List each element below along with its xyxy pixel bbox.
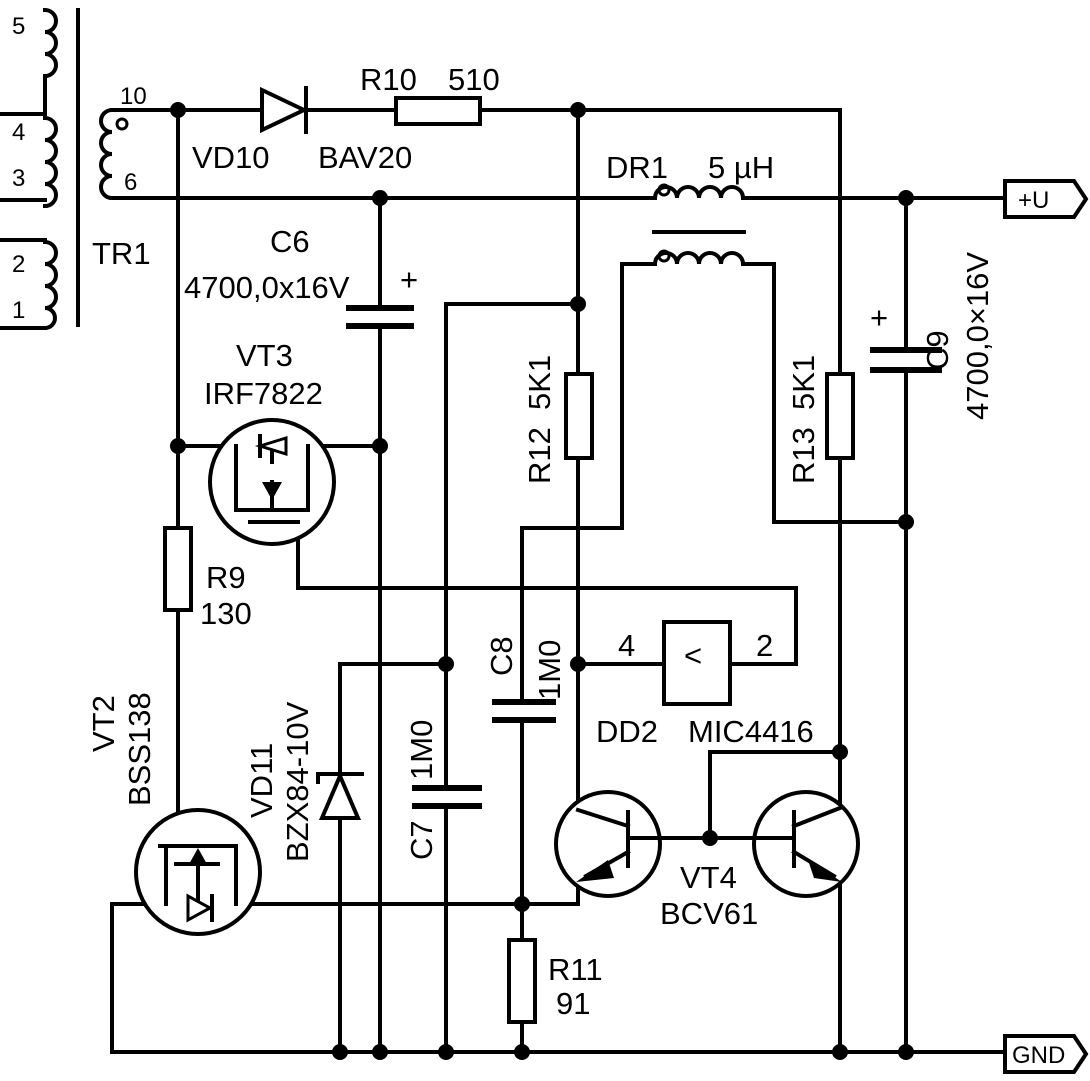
c9-ref: C9 — [920, 330, 955, 370]
dr1-ref: DR1 — [606, 150, 668, 185]
capacitor-c8: C8 1M0 — [484, 636, 567, 723]
dd2-part: MIC4416 — [688, 714, 814, 749]
vt4-part: BCV61 — [660, 896, 758, 931]
resistor-r13: R13 5K1 — [786, 355, 855, 484]
pin-3-label: 3 — [12, 165, 25, 192]
r10-value: 510 — [448, 62, 500, 97]
junction — [170, 102, 186, 118]
winding-dot — [115, 117, 129, 131]
plus-u-label: +U — [1018, 187, 1049, 214]
r13-ref: R13 — [786, 427, 821, 484]
pin-4-label: 4 — [12, 119, 25, 146]
winding-2-1 — [42, 239, 58, 331]
c9-polarity: + — [870, 300, 888, 335]
pin-5-label: 5 — [12, 13, 25, 40]
transformer-tr1: 5 4 3 2 1 10 6 TR1 — [0, 7, 151, 331]
mosfet-vt2: VT2 BSS138 — [86, 692, 262, 936]
winding-5-4 — [42, 7, 58, 79]
r12-value: 5K1 — [522, 355, 557, 410]
winding-4-3 — [42, 115, 58, 209]
vd11-ref: VD11 — [244, 743, 279, 818]
capacitor-c6: + C6 4700,0x16V — [184, 224, 418, 329]
dd2-symbol: < — [684, 638, 702, 673]
c6-ref: C6 — [270, 224, 310, 259]
resistor-r10: R10 510 — [360, 62, 500, 126]
wires — [110, 108, 1007, 1054]
terminal-plus-u: +U — [1003, 179, 1089, 219]
r13-value: 5K1 — [786, 355, 821, 410]
zener-vd11: VD11 BZX84-10V — [244, 701, 364, 862]
capacitor-c9: + C9 4700,0×16V — [870, 252, 995, 420]
junction — [898, 1044, 914, 1060]
vt3-part: IRF7822 — [204, 376, 323, 411]
r11-ref: R11 — [548, 952, 603, 987]
vt2-ref: VT2 — [86, 695, 121, 752]
r9-value: 130 — [200, 596, 252, 631]
vt4-ref: VT4 — [680, 860, 737, 895]
junction — [898, 190, 914, 206]
vd11-part: BZX84-10V — [280, 701, 315, 862]
inductor-dr1: DR1 5 µH — [606, 150, 774, 267]
junction — [832, 1044, 848, 1060]
junction — [438, 1044, 454, 1060]
junction — [372, 438, 388, 454]
r9-ref: R9 — [206, 560, 246, 595]
winding-dot — [657, 183, 671, 197]
dd2-pin-4: 4 — [618, 628, 635, 663]
winding-10-6 — [99, 107, 115, 201]
junction — [514, 896, 530, 912]
r11-value: 91 — [556, 986, 590, 1021]
terminal-gnd: GND — [1003, 1034, 1089, 1074]
mosfet-vt3: VT3 IRF7822 — [204, 338, 336, 546]
junction — [898, 514, 914, 530]
dd2-ref: DD2 — [596, 714, 658, 749]
junction — [514, 1044, 530, 1060]
c7-ref: C7 — [404, 820, 439, 860]
pin-6-label: 6 — [124, 169, 137, 196]
driver-dd2: < 4 2 DD2 MIC4416 — [596, 620, 814, 749]
pin-2-label: 2 — [12, 251, 25, 278]
vd10-part: BAV20 — [318, 140, 412, 175]
c6-polarity: + — [400, 262, 418, 297]
dr1-value: 5 µH — [708, 150, 774, 185]
junction — [372, 190, 388, 206]
vt3-ref: VT3 — [236, 338, 293, 373]
resistor-r11: R11 91 — [507, 938, 603, 1024]
resistor-r9: R9 130 — [163, 526, 252, 631]
r10-ref: R10 — [360, 62, 417, 97]
junction — [438, 656, 454, 672]
vd10-ref: VD10 — [192, 140, 270, 175]
c6-value: 4700,0x16V — [184, 270, 350, 305]
diode-vd10: VD10 BAV20 — [192, 86, 412, 175]
vt2-part: BSS138 — [122, 692, 157, 806]
transistor-vt4: VT4 BCV61 — [554, 790, 860, 931]
winding-dot — [657, 249, 671, 263]
junction — [570, 102, 586, 118]
tr1-ref: TR1 — [92, 236, 151, 271]
r12-ref: R12 — [522, 427, 557, 484]
pin-10-label: 10 — [120, 83, 147, 110]
capacitor-c7: C7 1M0 — [404, 720, 482, 860]
junction — [832, 744, 848, 760]
c9-value: 4700,0×16V — [960, 252, 995, 420]
c8-value: 1M0 — [532, 640, 567, 700]
junction — [372, 1044, 388, 1060]
c8-ref: C8 — [484, 636, 519, 676]
gnd-label: GND — [1012, 1042, 1065, 1069]
junction — [170, 438, 186, 454]
resistor-r12: R12 5K1 — [522, 355, 594, 484]
junction — [702, 830, 718, 846]
junction — [570, 296, 586, 312]
pin-1-label: 1 — [12, 297, 25, 324]
junction-dots — [170, 102, 914, 1060]
c7-value: 1M0 — [404, 720, 439, 780]
dd2-pin-2: 2 — [756, 628, 773, 663]
junction — [570, 656, 586, 672]
junction — [332, 1044, 348, 1060]
